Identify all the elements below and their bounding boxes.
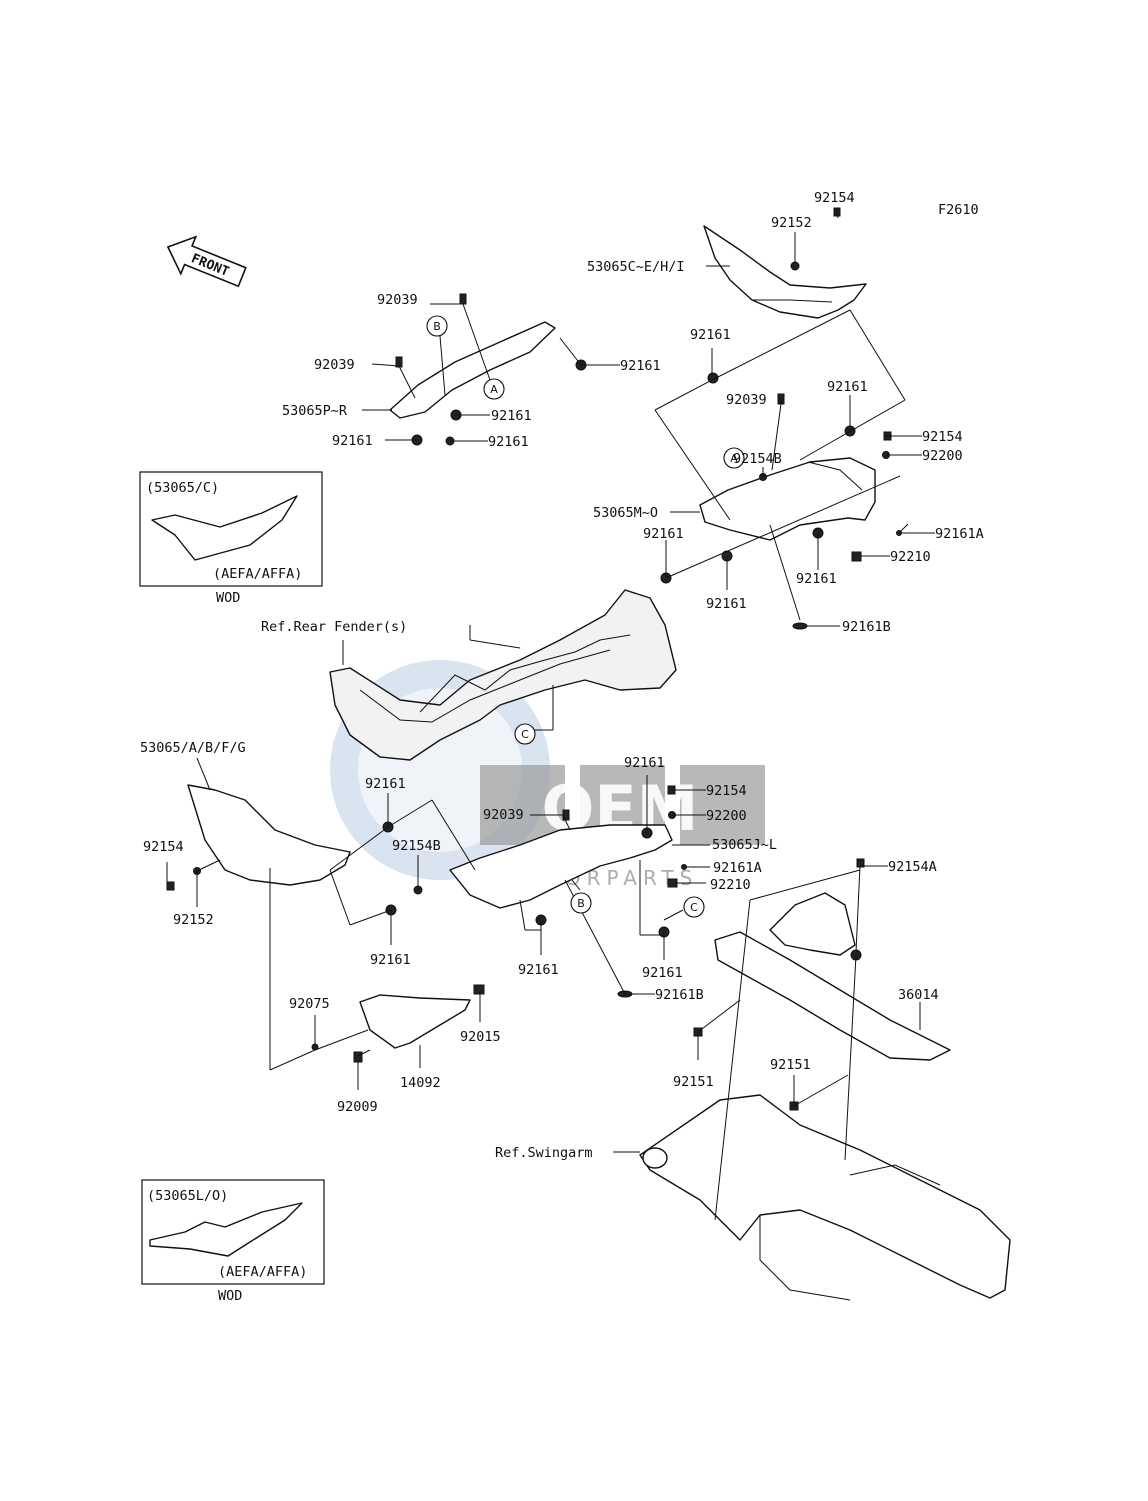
fastener-92152-top — [790, 261, 800, 271]
label-92161-b: 92161 — [491, 408, 532, 424]
inset-1-code: (53065/C) — [146, 480, 219, 496]
label-92161-j: 92161 — [365, 776, 406, 792]
label-92152-top: 92152 — [771, 215, 812, 231]
screw-92154A — [856, 858, 865, 868]
label-53065j-l: 53065J~L — [712, 837, 777, 853]
callout-c-center-label: C — [521, 728, 529, 741]
label-92161a-b: 92161A — [713, 860, 762, 876]
label-92161-e: 92161 — [690, 327, 731, 343]
inset-2-tag: WOD — [218, 1288, 242, 1304]
seat-cowl-upper-right — [703, 225, 867, 319]
nut-92210-mr — [851, 551, 862, 562]
label-92154b-a: 92154B — [733, 451, 782, 467]
label-92161-i: 92161 — [706, 596, 747, 612]
label-92161-a: 92161 — [620, 358, 661, 374]
pad-92161B-mr — [792, 622, 808, 630]
cover-upper-left — [389, 321, 556, 419]
label-92210-b: 92210 — [710, 877, 751, 893]
label-53065p-r: 53065P~R — [282, 403, 348, 419]
inset-2-market: (AEFA/AFFA) — [218, 1264, 307, 1280]
label-92009: 92009 — [337, 1099, 378, 1115]
callout-a-upper-label: A — [490, 383, 498, 396]
label-ref-rear-fender: Ref.Rear Fender(s) — [261, 619, 407, 635]
label-92152-b: 92152 — [173, 912, 214, 928]
inset-box-53065-c: (53065/C) (AEFA/AFFA) WOD — [139, 471, 323, 606]
label-92161b-b: 92161B — [655, 987, 704, 1003]
label-53065m-o: 53065M~O — [593, 505, 658, 521]
label-92039-d: 92039 — [483, 807, 524, 823]
label-92039-b: 92039 — [314, 357, 355, 373]
chain-guard-36014 — [714, 892, 951, 1061]
label-92161-h: 92161 — [796, 571, 837, 587]
callout-b-lower-label: B — [577, 897, 585, 910]
label-53065c-e-h-i: 53065C~E/H/I — [587, 259, 685, 275]
callout-b-lower: B — [570, 892, 592, 914]
callout-c-center: C — [514, 723, 536, 745]
rear-fender-tray — [329, 589, 677, 761]
label-92161-d: 92161 — [488, 434, 529, 450]
inset-box-53065-l-o: (53065L/O) (AEFA/AFFA) WOD — [141, 1179, 325, 1304]
label-92161b-a: 92161B — [842, 619, 891, 635]
side-cover-center-lower — [449, 824, 673, 909]
callout-c-lower-label: C — [690, 901, 698, 914]
callout-a-middle: A — [723, 447, 745, 469]
label-36014: 36014 — [898, 987, 939, 1003]
label-92161-g: 92161 — [643, 526, 684, 542]
label-92151-a: 92151 — [673, 1074, 714, 1090]
label-92161-k: 92161 — [624, 755, 665, 771]
label-53065-a-b-f-g: 53065/A/B/F/G — [140, 740, 246, 756]
figure-code: F2610 — [938, 202, 979, 218]
label-92154-c: 92154 — [706, 783, 747, 799]
label-92210-a: 92210 — [890, 549, 931, 565]
label-92161-c: 92161 — [332, 433, 373, 449]
callout-a-upper: A — [483, 378, 505, 400]
nut-92015 — [473, 984, 485, 995]
side-cover-left — [187, 784, 351, 886]
label-92161-f: 92161 — [827, 379, 868, 395]
screw-92154-left — [166, 881, 175, 891]
label-92151-b: 92151 — [770, 1057, 811, 1073]
label-ref-swingarm: Ref.Swingarm — [495, 1145, 593, 1161]
label-92075: 92075 — [289, 996, 330, 1012]
clip-92039-ul-1 — [459, 293, 467, 305]
callout-c-lower: C — [683, 896, 705, 918]
label-92161a-a: 92161A — [935, 526, 984, 542]
clip-92039-cl — [562, 809, 570, 821]
label-92015: 92015 — [460, 1029, 501, 1045]
callout-b-upper-label: B — [433, 320, 441, 333]
label-92200-b: 92200 — [706, 808, 747, 824]
inset-1-market: (AEFA/AFFA) — [213, 566, 302, 582]
callout-b-upper: B — [426, 315, 448, 337]
callout-a-middle-label: A — [730, 452, 738, 465]
label-92154-top: 92154 — [814, 190, 855, 206]
label-92161-l: 92161 — [370, 952, 411, 968]
label-92200-a: 92200 — [922, 448, 963, 464]
nut-92210-cl — [667, 878, 678, 888]
label-14092: 14092 — [400, 1075, 441, 1091]
bolt-92009 — [353, 1051, 363, 1063]
inset-2-code: (53065L/O) — [147, 1188, 228, 1204]
front-arrow-icon: FRONT — [166, 235, 247, 288]
label-92154-d: 92154 — [143, 839, 184, 855]
swingarm — [639, 1094, 1011, 1301]
bracket-14092 — [359, 994, 471, 1049]
label-92161-n: 92161 — [642, 965, 683, 981]
label-92154a: 92154A — [888, 859, 937, 875]
part-labels: 92154 92152 53065C~E/H/I 92039 92039 921… — [140, 190, 984, 1161]
label-92039-c: 92039 — [726, 392, 767, 408]
label-92161-m: 92161 — [518, 962, 559, 978]
label-92154-b: 92154 — [922, 429, 963, 445]
tail-cowl-middle-right — [699, 457, 876, 541]
leader-lines — [166, 207, 935, 1221]
label-92039-a: 92039 — [377, 292, 418, 308]
label-92154b-b: 92154B — [392, 838, 441, 854]
inset-1-tag: WOD — [216, 590, 240, 606]
